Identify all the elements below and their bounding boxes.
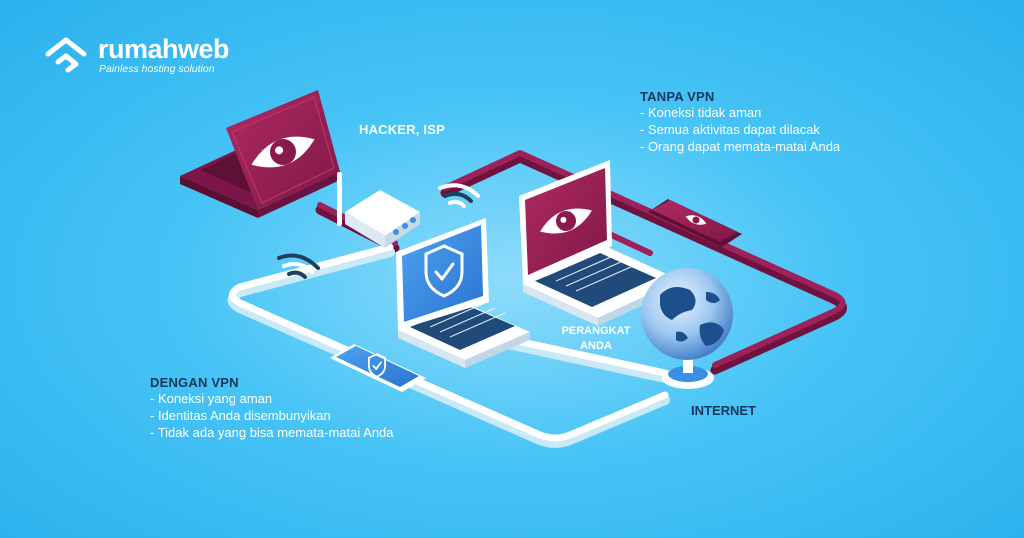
with-vpn-item: - Koneksi yang aman [150,391,273,406]
wifi-icon [277,183,480,279]
router-icon [337,172,420,248]
device-label-line: ANDA [580,340,612,352]
hacker-label: HACKER, ISP [359,122,445,137]
with-vpn-item: - Tidak ada yang bisa memata-matai Anda [150,425,394,440]
eye-icon [685,215,707,225]
device-label: PERANGKAT ANDA [561,324,631,354]
without-vpn-item: - Orang dapat memata-matai Anda [640,139,841,154]
without-vpn-section: TANPA VPN - Koneksi tidak aman - Semua a… [640,89,840,155]
eye-icon [540,208,592,234]
without-vpn-item: - Koneksi tidak aman [640,105,762,120]
with-vpn-section: DENGAN VPN - Koneksi yang aman - Identit… [150,375,394,441]
logo-icon [45,37,87,73]
brand-name: rumahweb [98,34,230,64]
eye-icon [251,136,315,168]
shield-check-icon [367,353,387,378]
with-vpn-item: - Identitas Anda disembunyikan [150,408,331,423]
internet-label: INTERNET [691,403,756,418]
device-label-line: PERANGKAT [561,325,631,337]
with-vpn-title: DENGAN VPN [150,375,239,390]
globe-icon [641,268,733,389]
without-vpn-item: - Semua aktivitas dapat dilacak [640,122,820,137]
shield-check-icon [424,244,464,298]
brand-tagline: Painless hosting solution [99,63,215,75]
vpn-laptop [396,218,530,368]
without-vpn-title: TANPA VPN [640,89,715,104]
